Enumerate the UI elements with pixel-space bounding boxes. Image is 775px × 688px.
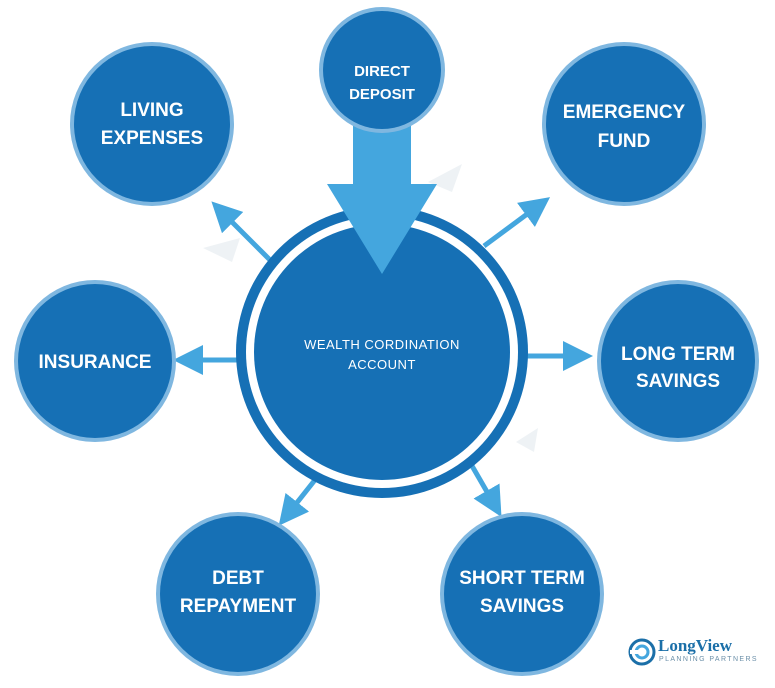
- direct-deposit-label-line-2: DEPOSIT: [349, 86, 415, 103]
- long-term-savings-label-line-1: LONG TERM: [621, 344, 735, 365]
- center-label-line-2: ACCOUNT: [348, 357, 416, 372]
- debt-repayment-label-line-2: REPAYMENT: [180, 596, 297, 617]
- debt-repayment-circle: [160, 516, 316, 672]
- living-expenses-circle: [74, 46, 230, 202]
- insurance-node: INSURANCE: [14, 280, 176, 442]
- ghost-arrow-top-right: [428, 164, 462, 192]
- living-expenses-label-line-1: LIVING: [120, 100, 183, 121]
- arrow-to-emergency-fund: [482, 197, 551, 249]
- emergency-fund-label-line-1: EMERGENCY: [563, 102, 686, 123]
- ghost-arrows: [203, 164, 538, 452]
- emergency-fund-node: EMERGENCY FUND: [542, 42, 706, 206]
- short-term-savings-circle: [444, 516, 600, 672]
- short-term-savings-label-line-1: SHORT TERM: [459, 568, 585, 589]
- logo-mark-icon: [628, 638, 656, 666]
- direct-deposit-circle: [323, 11, 441, 129]
- short-term-savings-node: SHORT TERM SAVINGS: [440, 512, 604, 676]
- living-expenses-node: LIVING EXPENSES: [70, 42, 234, 206]
- direct-deposit-inflow-arrow: [327, 120, 437, 274]
- emergency-fund-label-line-2: FUND: [598, 131, 651, 152]
- emergency-fund-circle: [546, 46, 702, 202]
- long-term-savings-node: LONG TERM SAVINGS: [597, 280, 759, 442]
- center-inner-circle: [254, 224, 510, 480]
- wealth-coordination-account: WEALTH CORDINATION ACCOUNT: [236, 206, 528, 498]
- debt-repayment-label-line-1: DEBT: [212, 568, 264, 589]
- direct-deposit-node: DIRECT DEPOSIT: [319, 7, 445, 133]
- insurance-circle: [18, 284, 172, 438]
- long-term-savings-circle: [601, 284, 755, 438]
- ghost-arrow-bottom-right: [516, 428, 538, 452]
- ghost-arrow-left: [203, 238, 240, 262]
- living-expenses-label-line-2: EXPENSES: [101, 128, 203, 149]
- logo-name: LongView: [658, 636, 732, 655]
- arrow-to-living-expenses: [211, 201, 274, 264]
- longview-logo: LongView PLANNING PARTNERS: [628, 636, 768, 670]
- short-term-savings-label-line-2: SAVINGS: [480, 596, 564, 617]
- direct-deposit-label-line-1: DIRECT: [354, 63, 410, 80]
- debt-repayment-node: DEBT REPAYMENT: [156, 512, 320, 676]
- center-label-line-1: WEALTH CORDINATION: [304, 337, 460, 352]
- long-term-savings-label-line-2: SAVINGS: [636, 371, 720, 392]
- insurance-label: INSURANCE: [39, 352, 152, 373]
- logo-tagline: PLANNING PARTNERS: [659, 656, 759, 663]
